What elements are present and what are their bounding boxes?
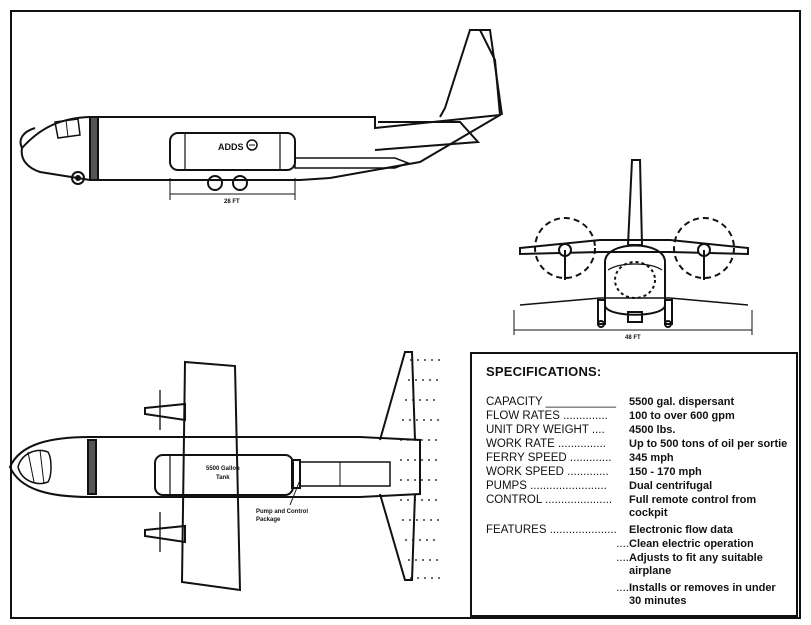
top-tail-plane (379, 351, 416, 581)
spec-row-control: CONTROL .....................Full remote… (486, 494, 757, 519)
side-spray-boom (294, 157, 411, 169)
front-right-prop (673, 217, 735, 279)
side-nose-wheel (71, 171, 85, 185)
side-tail-plane (374, 121, 481, 151)
top-wing (180, 360, 242, 592)
side-main-wheel-1 (207, 175, 223, 191)
front-fuselage (604, 244, 666, 316)
spec-row-feature-2: ....Clean electric operation (616, 538, 754, 550)
side-tail-fin (470, 29, 503, 116)
side-bulkhead (89, 116, 99, 181)
spec-row-capacity: CAPACITY ___________5500 gal. dispersant (486, 396, 735, 408)
front-wing (519, 239, 749, 256)
spec-row-feature-3: ....Adjusts to fit any suitable airplane (616, 552, 763, 577)
spec-row-unit-dry-weight: UNIT DRY WEIGHT ....4500 lbs. (486, 424, 676, 436)
diagram-frame (10, 10, 801, 619)
side-adds-tank (169, 132, 296, 171)
top-bulkhead (87, 439, 97, 495)
top-view (8, 351, 440, 592)
top-left-engine (144, 402, 186, 422)
top-tank-label-line1: 5500 Gallon (206, 466, 240, 472)
spec-row-features: FEATURES .....................Electronic… (486, 524, 733, 536)
spec-row-work-speed: WORK SPEED .............150 - 170 mph (486, 466, 702, 478)
specifications-box: SPECIFICATIONS: CAPACITY ___________5500… (470, 352, 798, 617)
front-tank (614, 261, 656, 299)
side-view (19, 29, 503, 200)
spec-row-work-rate: WORK RATE ...............Up to 500 tons … (486, 438, 788, 450)
spec-row-ferry-speed: FERRY SPEED .............345 mph (486, 452, 674, 464)
top-pump-label-line2: Package (256, 517, 281, 523)
front-view (513, 159, 753, 335)
spec-row-pumps: PUMPS ........................Dual centr… (486, 480, 713, 492)
spec-row-feature-4: ....Installs or removes in under 30 minu… (616, 582, 776, 607)
side-cockpit-window (54, 118, 81, 139)
side-tank-label: ADDS (218, 142, 244, 152)
side-nose (19, 127, 36, 149)
top-cockpit (17, 449, 52, 485)
front-span-label: 48 FT (625, 335, 641, 341)
side-length-label: 28 FT (224, 199, 240, 205)
top-fuselage (8, 436, 421, 498)
front-spray-boom (519, 297, 749, 306)
spec-row-flow-rates: FLOW RATES ..............100 to over 600… (486, 410, 735, 422)
top-pump-label-line1: Pump and Control (256, 509, 308, 515)
top-pump-box (299, 461, 391, 487)
top-right-engine (144, 524, 186, 544)
top-tank-label-line2: Tank (216, 475, 230, 481)
specifications-title: SPECIFICATIONS: (486, 364, 602, 379)
front-tail-fin (626, 159, 644, 246)
front-left-prop (534, 217, 596, 279)
